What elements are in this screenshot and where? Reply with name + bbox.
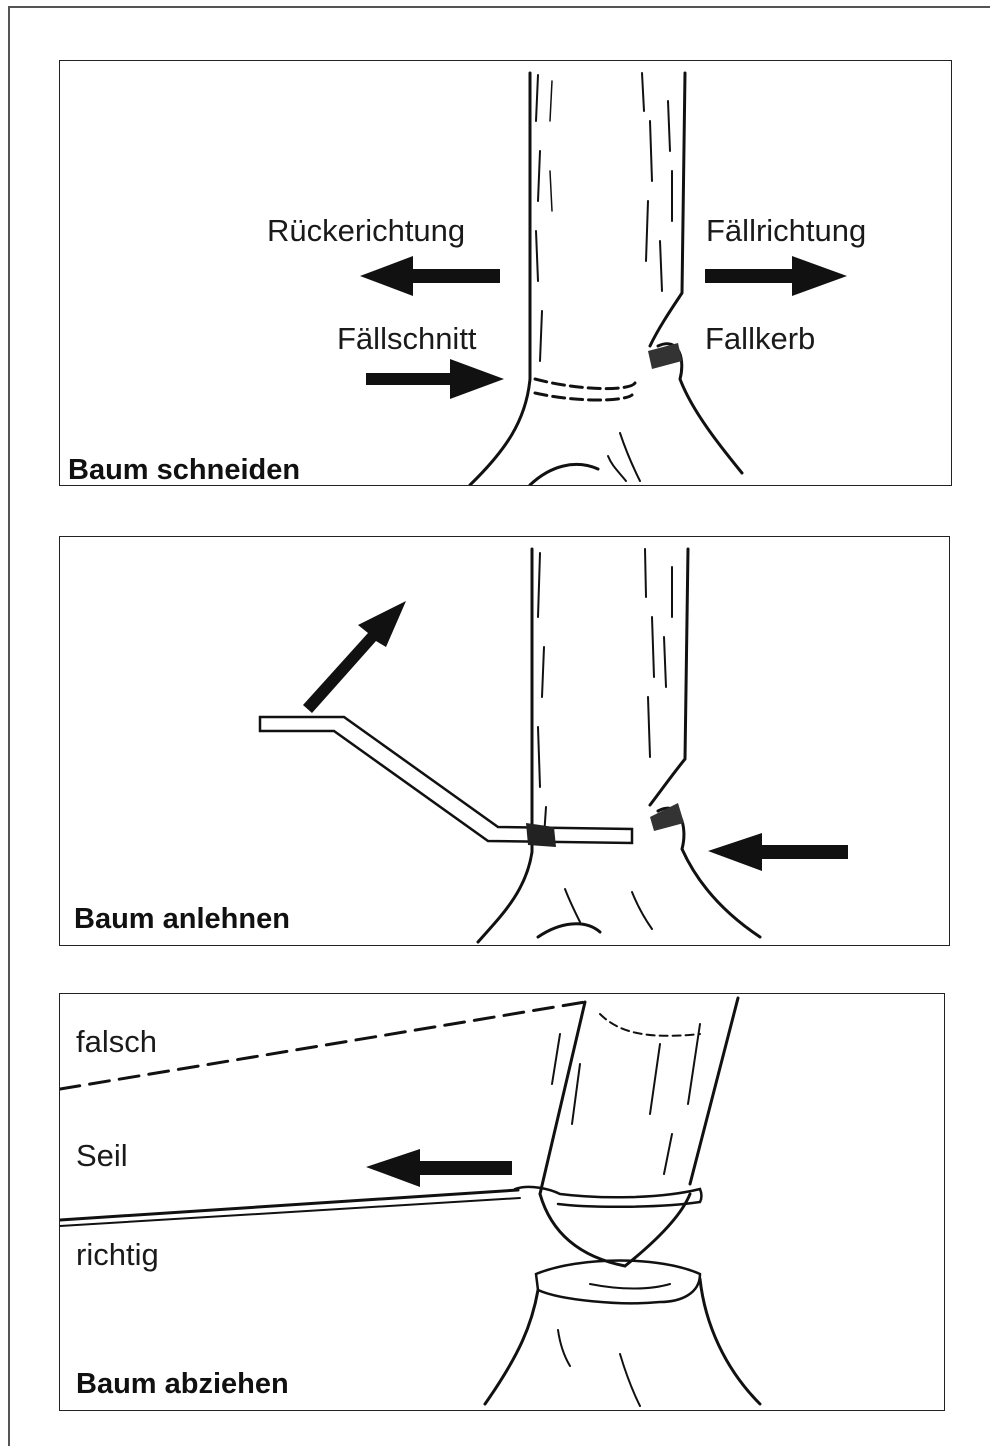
tree-pull-illustration [60,994,945,1411]
tree-cut-illustration [60,61,952,486]
label-faellschnitt: Fällschnitt [337,323,477,354]
label-richtig: richtig [76,1239,159,1270]
tree-lever-illustration [60,537,950,946]
panel-baum-schneiden: Rückerichtung Fällrichtung Fällschnitt F… [59,60,952,486]
label-rueckerichtung: Rückerichtung [267,215,465,246]
label-fallkerb: Fallkerb [705,323,815,354]
label-faellrichtung: Fällrichtung [706,215,866,246]
label-falsch: falsch [76,1026,157,1057]
panel-title: Baum schneiden [68,456,300,485]
panel-title: Baum anlehnen [74,905,290,934]
panel-baum-abziehen: falsch Seil richtig Baum abziehen [59,993,945,1411]
label-seil: Seil [76,1140,128,1171]
panel-baum-anlehnen: Baum anlehnen [59,536,950,946]
panel-title: Baum abziehen [76,1370,289,1399]
